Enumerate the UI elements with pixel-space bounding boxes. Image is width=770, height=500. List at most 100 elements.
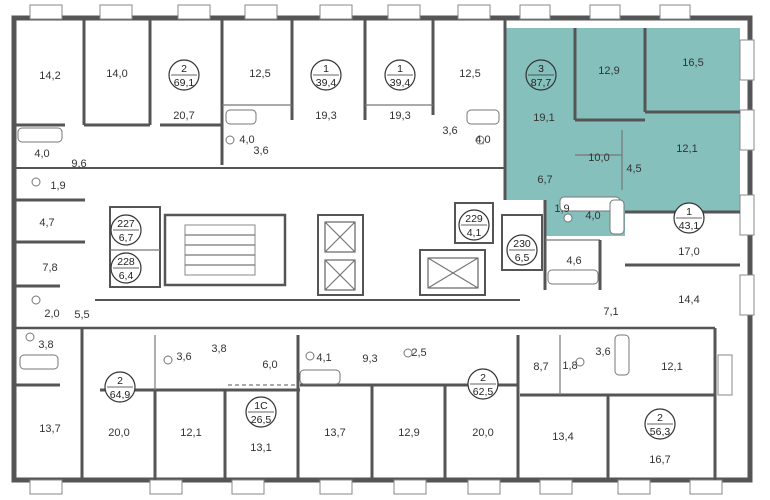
apt-rooms-label: 3 [538,63,544,75]
apt-rooms-label: 1 [686,206,692,218]
apt-rooms-label: 1 [397,63,403,75]
room-area-label: 14,0 [106,68,127,80]
room-area-label: 19,3 [389,110,410,122]
bottom-windows [29,479,723,495]
apt-badge-229: 229 4,1 [458,209,490,241]
room-area-label: 7,1 [603,306,618,318]
apt-area-label: 4,1 [467,227,482,239]
room-area-label: 20,0 [472,427,493,439]
apt-badge-1-39b: 1 39,4 [384,59,416,91]
room-area-label: 1,9 [554,203,569,215]
apt-badge-2-62: 2 62,5 [467,368,499,400]
apt-area-label: 6,7 [119,232,134,244]
apt-badge-230: 230 6,5 [506,234,538,266]
top-windows [29,4,691,20]
apt-rooms-label: 228 [117,256,135,268]
room-area-label: 3,6 [176,351,191,363]
apt-rooms-label: 2 [657,412,663,424]
apt-rooms-label: 227 [117,218,135,230]
apt-area-label: 39,4 [390,77,411,89]
apt-rooms-label: 2 [181,63,187,75]
apt-area-label: 6,4 [119,270,134,282]
room-area-label: 12,1 [661,361,682,373]
room-area-label: 4,0 [239,134,254,146]
room-area-label: 13,7 [39,423,60,435]
apt-area-label: 26,5 [251,414,272,426]
apt-area-label: 56,3 [650,426,671,438]
room-area-label: 19,1 [533,112,554,124]
room-labels: 14,2 14,0 20,7 12,5 19,3 19,3 12,5 12,9 … [34,57,703,466]
room-area-label: 16,5 [682,57,703,69]
room-area-label: 13,7 [324,427,345,439]
room-area-label: 19,3 [315,110,336,122]
apt-badge-227: 227 6,7 [110,214,142,246]
room-area-label: 8,7 [533,361,548,373]
room-area-label: 12,1 [676,143,697,155]
room-area-label: 12,5 [459,68,480,80]
apt-badge-228: 228 6,4 [110,252,142,284]
room-area-label: 14,4 [678,294,699,306]
room-area-label: 9,3 [362,353,377,365]
apt-rooms-label: 1 [323,63,329,75]
apt-area-label: 69,1 [174,77,195,89]
building-core [109,202,543,296]
room-area-label: 10,0 [588,152,609,164]
room-area-label: 3,6 [595,346,610,358]
room-area-label: 3,8 [38,339,53,351]
top-walls [14,18,740,290]
outer-wall [11,15,753,483]
room-area-label: 13,1 [250,442,271,454]
bottom-walls [14,328,717,480]
apt-badge-1-43: 1 43,1 [673,202,705,234]
right-windows [717,39,755,396]
apt-area-label: 64,9 [110,389,131,401]
room-area-label: 4,0 [585,210,600,222]
apt-area-label: 43,1 [679,220,700,232]
apt-area-label: 62,5 [473,386,494,398]
room-area-label: 1,9 [50,180,65,192]
apt-area-label: 87,7 [531,77,552,89]
room-area-label: 16,7 [649,454,670,466]
apt-badge-2-64: 2 64,9 [104,371,136,403]
room-area-label: 5,5 [74,309,89,321]
room-area-label: 12,9 [398,427,419,439]
room-area-label: 13,4 [552,431,573,443]
room-area-label: 17,0 [678,246,699,258]
room-area-label: 12,5 [249,68,270,80]
room-area-label: 3,8 [211,343,226,355]
apt-rooms-label: 230 [513,238,531,250]
room-area-label: 6,0 [262,359,277,371]
room-area-label: 20,0 [108,427,129,439]
apt-area-label: 6,5 [515,252,530,264]
room-area-label: 4,0 [34,148,49,160]
apt-badge-2-56: 2 56,3 [644,408,676,440]
room-area-label: 14,2 [39,70,60,82]
room-area-label: 2,0 [44,308,59,320]
corridor-walls [14,299,715,330]
room-area-label: 2,5 [411,347,426,359]
apartment-badges: 2 69,1 1 39,4 1 39,4 3 87,7 227 6,7 [104,59,705,440]
room-area-label: 3,6 [253,145,268,157]
apt-badge-3-87: 3 87,7 [525,59,557,91]
apt-badge-1-39a: 1 39,4 [310,59,342,91]
apt-badge-2-69: 2 69,1 [168,59,200,91]
room-area-label: 7,8 [42,262,57,274]
apt-badge-1c-26: 1С 26,5 [245,396,277,428]
room-area-label: 4,0 [475,134,490,146]
apt-area-label: 39,4 [316,77,337,89]
room-area-label: 12,1 [180,427,201,439]
room-area-label: 6,7 [537,174,552,186]
apt-rooms-label: 229 [465,213,483,225]
room-area-label: 4,1 [316,352,331,364]
apt-rooms-label: 1С [254,400,268,412]
room-area-label: 4,6 [566,255,581,267]
room-area-label: 9,6 [71,158,86,170]
room-area-label: 4,7 [39,217,54,229]
bathroom-fixtures [17,109,630,385]
apt-rooms-label: 2 [117,375,123,387]
room-area-label: 4,5 [626,163,641,175]
room-area-label: 20,7 [173,110,194,122]
room-area-label: 1,8 [562,360,577,372]
apt-rooms-label: 2 [480,372,486,384]
